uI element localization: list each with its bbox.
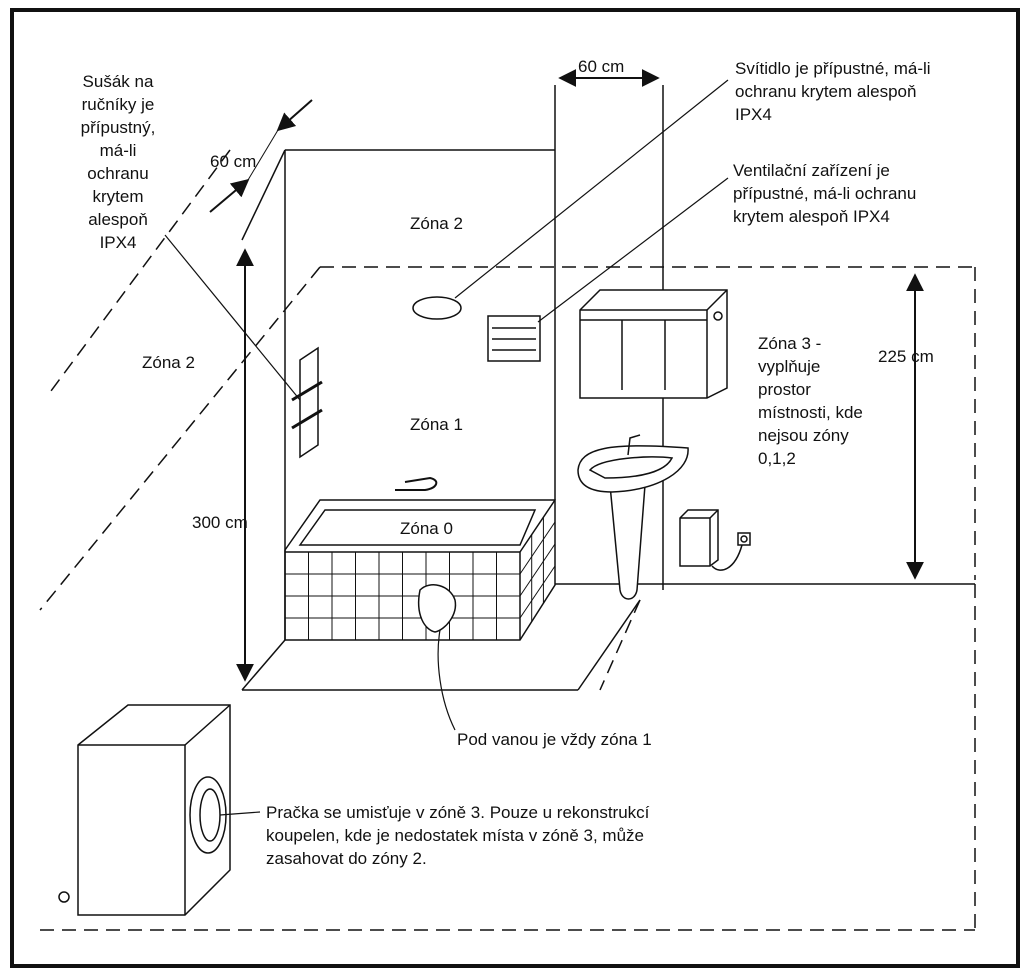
- zone-boundaries: [39, 149, 976, 931]
- washer-line: koupelen, kde je nedostatek místa v zóně…: [266, 826, 644, 845]
- wall-cabinet: [579, 289, 728, 399]
- towel-line: Sušák na: [83, 72, 154, 91]
- towel-line: má-li: [100, 141, 137, 160]
- dimension-label-height-zone1: 225 cm: [878, 347, 934, 366]
- dimension-label-height-total: 300 cm: [192, 513, 248, 532]
- leader-lines: [164, 79, 729, 816]
- under-bath-note: Pod vanou je vždy zóna 1: [457, 730, 652, 749]
- zone3-line: vyplňuje: [758, 357, 820, 376]
- towel-line: přípustný,: [81, 118, 156, 137]
- towel-line: krytem: [93, 187, 144, 206]
- ceiling-light: [412, 296, 462, 320]
- dimension-label-width-top: 60 cm: [578, 57, 624, 76]
- towel-rail-note: Sušák na ručníky je přípustný, má-li ochranu…: [81, 72, 156, 252]
- washbasin: [577, 434, 689, 600]
- bathtub-cutout: [418, 584, 457, 633]
- towel-line: ručníky je: [82, 95, 155, 114]
- dimension-label-width-left: 60 cm: [210, 152, 256, 171]
- zone2-top-label: Zóna 2: [410, 214, 463, 233]
- towel-line: alespoň: [88, 210, 148, 229]
- ventilation-grille: [487, 315, 541, 362]
- zone3-line: prostor: [758, 380, 811, 399]
- ventilation-note: Ventilační zařízení je přípustné, má-li o…: [733, 161, 916, 226]
- zone3-line: 0,1,2: [758, 449, 796, 468]
- zone2-side-label: Zóna 2: [142, 353, 195, 372]
- vent-line: Ventilační zařízení je: [733, 161, 890, 180]
- washer-line: zasahovat do zóny 2.: [266, 849, 427, 868]
- light-line: Svítidlo je přípustné, má-li: [735, 59, 931, 78]
- towel-line: IPX4: [100, 233, 137, 252]
- zone3-line: Zóna 3 -: [758, 334, 821, 353]
- vent-line: přípustné, má-li ochranu: [733, 184, 916, 203]
- light-note: Svítidlo je přípustné, má-li ochranu kryt…: [735, 59, 931, 124]
- zone1-label: Zóna 1: [410, 415, 463, 434]
- towel-line: ochranu: [87, 164, 148, 183]
- zone3-description: Zóna 3 - vyplňuje prostor místnosti, kde nej…: [758, 334, 863, 468]
- diagram-border: [10, 8, 1020, 968]
- washer-line: Pračka se umisťuje v zóně 3. Pouze u rek…: [266, 803, 650, 822]
- washing-machine: [58, 704, 231, 916]
- washer-note: Pračka se umisťuje v zóně 3. Pouze u rek…: [266, 803, 650, 868]
- zone3-line: nejsou zóny: [758, 426, 849, 445]
- towel-rail: [291, 346, 323, 459]
- zone0-label: Zóna 0: [400, 519, 453, 538]
- dimension-lines: [209, 69, 924, 682]
- vent-line: krytem alespoň IPX4: [733, 207, 890, 226]
- light-line: IPX4: [735, 105, 772, 124]
- zone3-line: místnosti, kde: [758, 403, 863, 422]
- bath-faucet: [395, 476, 438, 491]
- electric-box: [679, 509, 751, 571]
- light-line: ochranu krytem alespoň: [735, 82, 916, 101]
